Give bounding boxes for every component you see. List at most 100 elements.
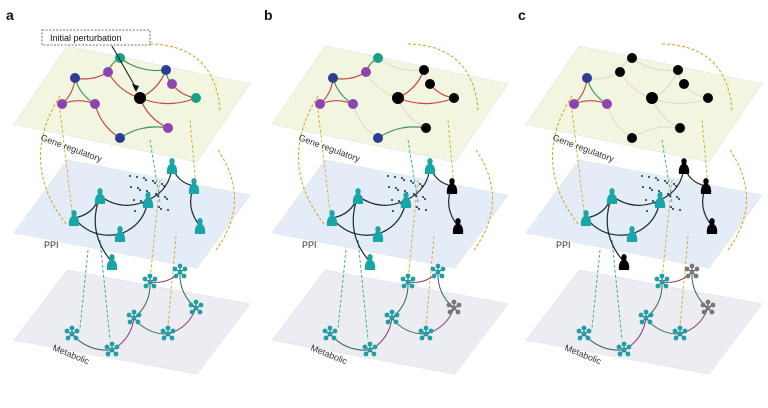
ppi-signal-dot xyxy=(640,174,644,178)
callout-box xyxy=(41,29,151,46)
ppi-signal-dot xyxy=(647,175,651,179)
ppi-signal-dot xyxy=(674,184,678,188)
gene-node xyxy=(373,133,383,143)
ppi-signal-dot xyxy=(132,198,136,202)
ppi-signal-dot xyxy=(669,205,673,209)
gene-node xyxy=(392,92,404,104)
gene-node xyxy=(328,73,338,83)
layer-label-ppi: PPI xyxy=(44,240,59,250)
ppi-signal-dot xyxy=(396,188,400,192)
gene-node xyxy=(315,99,325,109)
gene-node xyxy=(115,133,125,143)
ppi-signal-dot xyxy=(156,194,160,198)
metabolite-node xyxy=(672,325,688,341)
ppi-signal-dot xyxy=(656,178,660,182)
gene-node xyxy=(425,79,435,89)
gene-node xyxy=(161,65,171,75)
gene-node xyxy=(57,99,67,109)
metabolic-edge xyxy=(133,281,151,319)
ppi-signal-dot xyxy=(657,189,661,193)
ppi-signal-dot xyxy=(672,182,676,186)
metabolite-node xyxy=(400,273,416,289)
ppi-signal-dot xyxy=(159,207,163,211)
protein-node xyxy=(114,226,126,242)
metabolite-node xyxy=(418,325,434,341)
ppi-signal-dot xyxy=(644,198,648,202)
gene-node xyxy=(70,73,80,83)
metabolite-node xyxy=(126,309,142,325)
ppi-signal-dot xyxy=(390,198,394,202)
cross-layer-dashed-arc xyxy=(552,95,579,225)
ppi-layer xyxy=(525,159,763,269)
ppi-signal-dot xyxy=(154,192,158,196)
ppi-signal-dot xyxy=(393,175,397,179)
inter-layer-link xyxy=(407,139,419,203)
metabolite-node xyxy=(104,341,120,357)
ppi-signal-dot xyxy=(675,195,679,199)
protein-node xyxy=(94,188,106,204)
ppi-signal-dot xyxy=(423,197,427,201)
inter-layer-link xyxy=(189,119,197,187)
gene-node xyxy=(419,65,429,75)
ppi-signal-dot xyxy=(142,176,146,180)
ppi-signal-dot xyxy=(397,199,401,203)
protein-node xyxy=(194,218,206,234)
gene-node xyxy=(449,93,459,103)
metabolite-node xyxy=(64,325,80,341)
inter-layer-link xyxy=(59,109,73,213)
inter-layer-link xyxy=(447,119,455,187)
ppi-signal-dot xyxy=(412,192,416,196)
metabolite-node xyxy=(616,341,632,357)
metabolite-node xyxy=(576,325,592,341)
gene-node xyxy=(675,123,685,133)
protein-node xyxy=(68,210,80,226)
protein-node xyxy=(678,158,690,174)
protein-node xyxy=(372,226,384,242)
ppi-signal-dot xyxy=(400,176,404,180)
protein-node xyxy=(606,188,618,204)
ppi-signal-dot xyxy=(415,205,419,209)
ppi-signal-dot xyxy=(663,179,667,183)
protein-node xyxy=(580,210,592,226)
gene-node xyxy=(703,93,713,103)
protein-node xyxy=(364,254,376,270)
ppi-signal-dot xyxy=(678,208,682,212)
metabolic-edge xyxy=(679,307,709,335)
ppi-signal-dot xyxy=(645,209,649,213)
ppi-signal-dot xyxy=(420,184,424,188)
protein-node xyxy=(446,178,458,194)
inter-layer-link xyxy=(317,109,331,213)
inter-layer-link xyxy=(591,249,601,329)
metabolite-node xyxy=(188,299,204,315)
panel-letter: c xyxy=(518,7,526,23)
ppi-signal-dot xyxy=(650,188,654,192)
ppi-signal-dot xyxy=(160,182,164,186)
ppi-signal-dot xyxy=(409,179,413,183)
ppi-signal-dot xyxy=(668,194,672,198)
ppi-signal-dot xyxy=(677,197,681,201)
gene-node xyxy=(134,92,146,104)
ppi-signal-dot xyxy=(129,185,133,189)
ppi-signal-dot xyxy=(671,207,675,211)
metabolite-node xyxy=(430,263,446,279)
protein-node xyxy=(400,192,412,208)
metabolite-node xyxy=(160,325,176,341)
protein-node xyxy=(626,226,638,242)
ppi-signal-dot xyxy=(651,199,655,203)
ppi-signal-dot xyxy=(153,181,157,185)
ppi-signal-dot xyxy=(151,179,155,183)
gene-node xyxy=(191,93,201,103)
layer-label-ppi: PPI xyxy=(302,240,317,250)
ppi-signal-dot xyxy=(665,181,669,185)
inter-layer-link xyxy=(425,235,435,327)
ppi-layer xyxy=(271,159,509,269)
metabolic-edge xyxy=(691,271,709,309)
ppi-signal-dot xyxy=(403,189,407,193)
gene-node xyxy=(90,99,100,109)
ppi-layer xyxy=(13,159,251,269)
inter-layer-link xyxy=(99,239,111,341)
ppi-signal-dot xyxy=(386,174,390,178)
ppi-signal-dot xyxy=(648,186,652,190)
